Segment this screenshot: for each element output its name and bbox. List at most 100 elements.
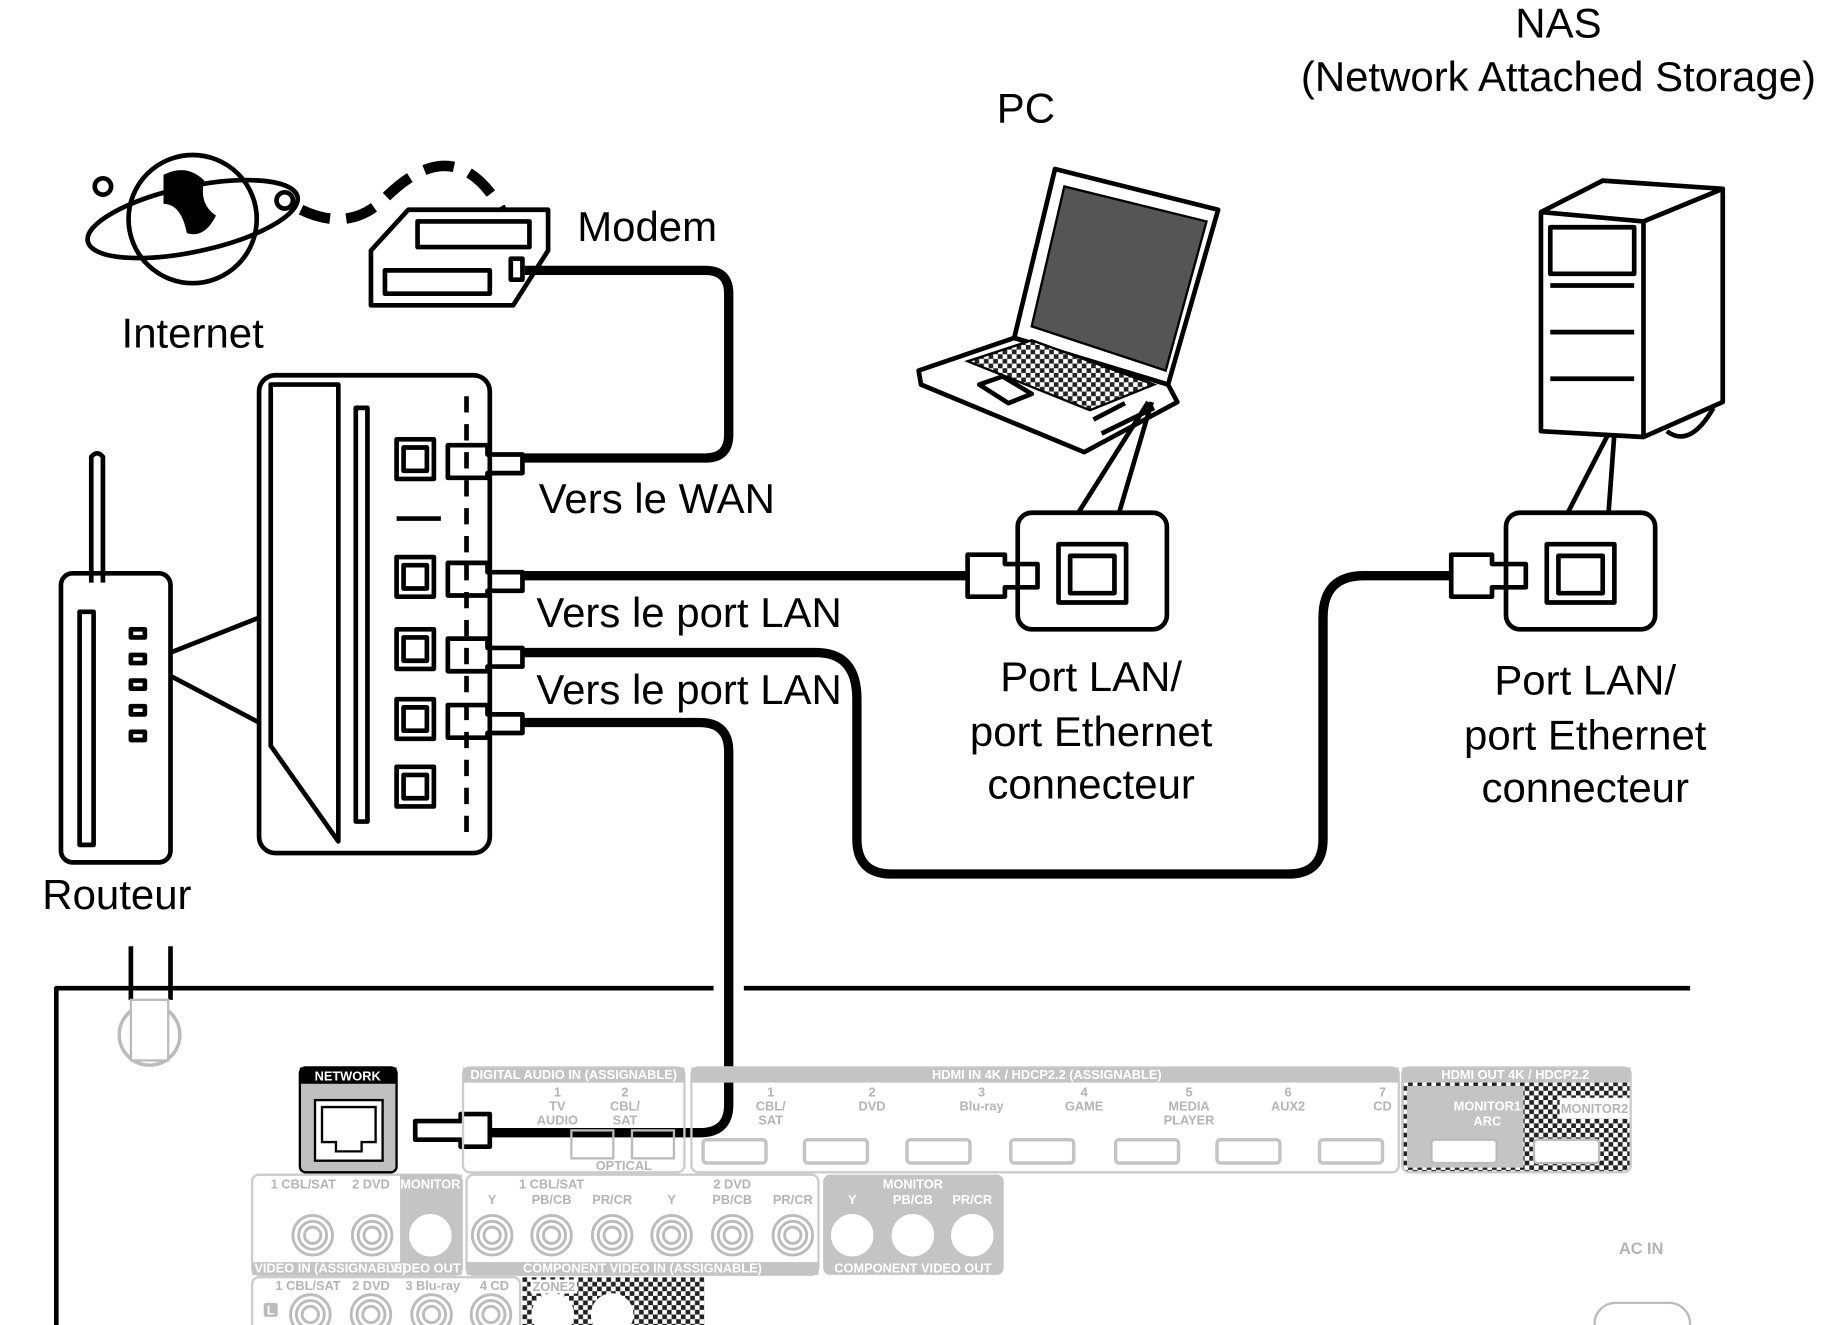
rca-jack [349, 1293, 393, 1325]
hdmi-monitor2-port [1532, 1138, 1601, 1165]
rca-jack [409, 1214, 452, 1257]
rca-jack [350, 1214, 394, 1257]
router-port-lan [394, 764, 437, 809]
svg-text:CBL/: CBL/ [610, 1099, 640, 1114]
nas-port-label: connecteur [1481, 764, 1689, 811]
internet-label: Internet [122, 309, 265, 356]
rca-jack [289, 1293, 332, 1325]
svg-text:Y: Y [848, 1192, 857, 1207]
svg-text:VIDEO OUT: VIDEO OUT [390, 1261, 461, 1276]
svg-text:MONITOR2: MONITOR2 [1561, 1101, 1628, 1116]
pc-port-callout [965, 510, 1170, 632]
svg-text:COMPONENT VIDEO OUT: COMPONENT VIDEO OUT [834, 1261, 991, 1276]
rca-jack [291, 1214, 334, 1257]
network-port[interactable]: NETWORK [298, 1066, 398, 1174]
receiver-lan-cable [489, 717, 734, 1138]
svg-text:2 DVD: 2 DVD [713, 1177, 751, 1192]
router-port-wan [394, 437, 437, 482]
rca-jack [590, 1293, 634, 1325]
svg-text:DIGITAL AUDIO IN (ASSIGNABLE): DIGITAL AUDIO IN (ASSIGNABLE) [470, 1067, 677, 1082]
svg-text:PB/CB: PB/CB [893, 1192, 933, 1207]
svg-text:MONITOR: MONITOR [400, 1177, 460, 1192]
rca-jack [470, 1214, 514, 1257]
ethernet-plug-icon [445, 560, 525, 598]
svg-text:PLAYER: PLAYER [1164, 1113, 1215, 1128]
rca-jack [830, 1214, 874, 1257]
pc-port-label: Port LAN/ [1000, 653, 1182, 700]
svg-text:5: 5 [1185, 1085, 1192, 1100]
wan-cable [522, 265, 734, 463]
router-port-lan [394, 626, 437, 672]
svg-text:3 Blu-ray: 3 Blu-ray [405, 1278, 461, 1293]
nas-title: NAS [1515, 0, 1601, 46]
svg-text:SAT: SAT [758, 1113, 783, 1128]
ac-in-label: AC IN [1619, 1240, 1663, 1258]
ethernet-plug-icon [1448, 552, 1529, 599]
svg-text:1 CBL/SAT: 1 CBL/SAT [275, 1278, 340, 1293]
svg-text:PR/CR: PR/CR [773, 1192, 813, 1207]
router-ports-callout [256, 372, 525, 856]
svg-text:CD: CD [1373, 1099, 1391, 1114]
svg-text:6: 6 [1285, 1085, 1292, 1100]
rca-jack [531, 1293, 575, 1325]
hdmi-input-port: 7CD [1317, 1085, 1392, 1165]
svg-text:HDMI OUT 4K / HDCP2.2: HDMI OUT 4K / HDCP2.2 [1441, 1067, 1589, 1082]
rca-jack [771, 1214, 815, 1257]
ethernet-plug-icon [412, 1111, 493, 1150]
rca-jack [710, 1214, 754, 1257]
rca-jack [530, 1214, 573, 1257]
svg-text:OPTICAL: OPTICAL [596, 1158, 652, 1173]
svg-text:1: 1 [767, 1085, 774, 1100]
to-lan-label: Vers le port LAN [536, 589, 841, 636]
svg-text:DVD: DVD [859, 1099, 886, 1114]
rca-jack [891, 1214, 935, 1257]
pc-port-label: connecteur [987, 760, 1195, 807]
dashed-link [298, 160, 507, 225]
router-label: Routeur [42, 871, 191, 918]
svg-text:AUX2: AUX2 [1271, 1099, 1305, 1114]
svg-text:PB/CB: PB/CB [712, 1192, 752, 1207]
modem-icon [368, 207, 551, 308]
svg-text:1: 1 [554, 1085, 561, 1100]
rca-jack [469, 1293, 513, 1325]
nas-port-callout [1448, 510, 1658, 632]
svg-text:4: 4 [1081, 1085, 1089, 1100]
rca-jack [950, 1214, 994, 1257]
svg-text:GAME: GAME [1065, 1099, 1104, 1114]
rca-jacks-video [291, 1214, 994, 1257]
svg-text:3: 3 [978, 1085, 985, 1100]
ac-in-socket [1593, 1301, 1692, 1325]
svg-text:ARC: ARC [1473, 1114, 1501, 1129]
pc-port-label: port Ethernet [970, 708, 1213, 755]
svg-text:HDMI IN 4K / HDCP2.2 (ASSIGNAB: HDMI IN 4K / HDCP2.2 (ASSIGNABLE) [932, 1067, 1162, 1082]
rca-jack [650, 1214, 693, 1257]
svg-text:COMPONENT VIDEO IN (ASSIGNABLE: COMPONENT VIDEO IN (ASSIGNABLE) [523, 1261, 762, 1276]
pc-label: PC [997, 84, 1055, 131]
laptop-pc-icon [916, 166, 1221, 514]
router-port-lan [394, 696, 437, 742]
modem-label: Modem [577, 203, 717, 250]
svg-text:VIDEO IN (ASSIGNABLE): VIDEO IN (ASSIGNABLE) [254, 1261, 406, 1276]
svg-text:PB/CB: PB/CB [532, 1192, 572, 1207]
svg-text:Y: Y [667, 1192, 676, 1207]
svg-text:PR/CR: PR/CR [592, 1192, 632, 1207]
internet-globe-icon [85, 152, 301, 286]
rca-jack [410, 1293, 453, 1325]
hdmi-monitor1-port [1430, 1138, 1498, 1165]
svg-text:2: 2 [621, 1085, 628, 1100]
nas-port-label: port Ethernet [1464, 711, 1707, 758]
svg-text:2: 2 [868, 1085, 875, 1100]
ethernet-plug-icon [965, 552, 1040, 599]
av-receiver-back-panel: NETWORK DIGITAL AUDIO IN (ASSIGNABLE) 1 … [53, 946, 1692, 1325]
svg-text:PR/CR: PR/CR [952, 1192, 992, 1207]
svg-text:7: 7 [1379, 1085, 1386, 1100]
svg-text:1 CBL/SAT: 1 CBL/SAT [271, 1177, 336, 1192]
to-wan-label: Vers le WAN [539, 475, 775, 522]
svg-text:Blu-ray: Blu-ray [960, 1099, 1005, 1114]
